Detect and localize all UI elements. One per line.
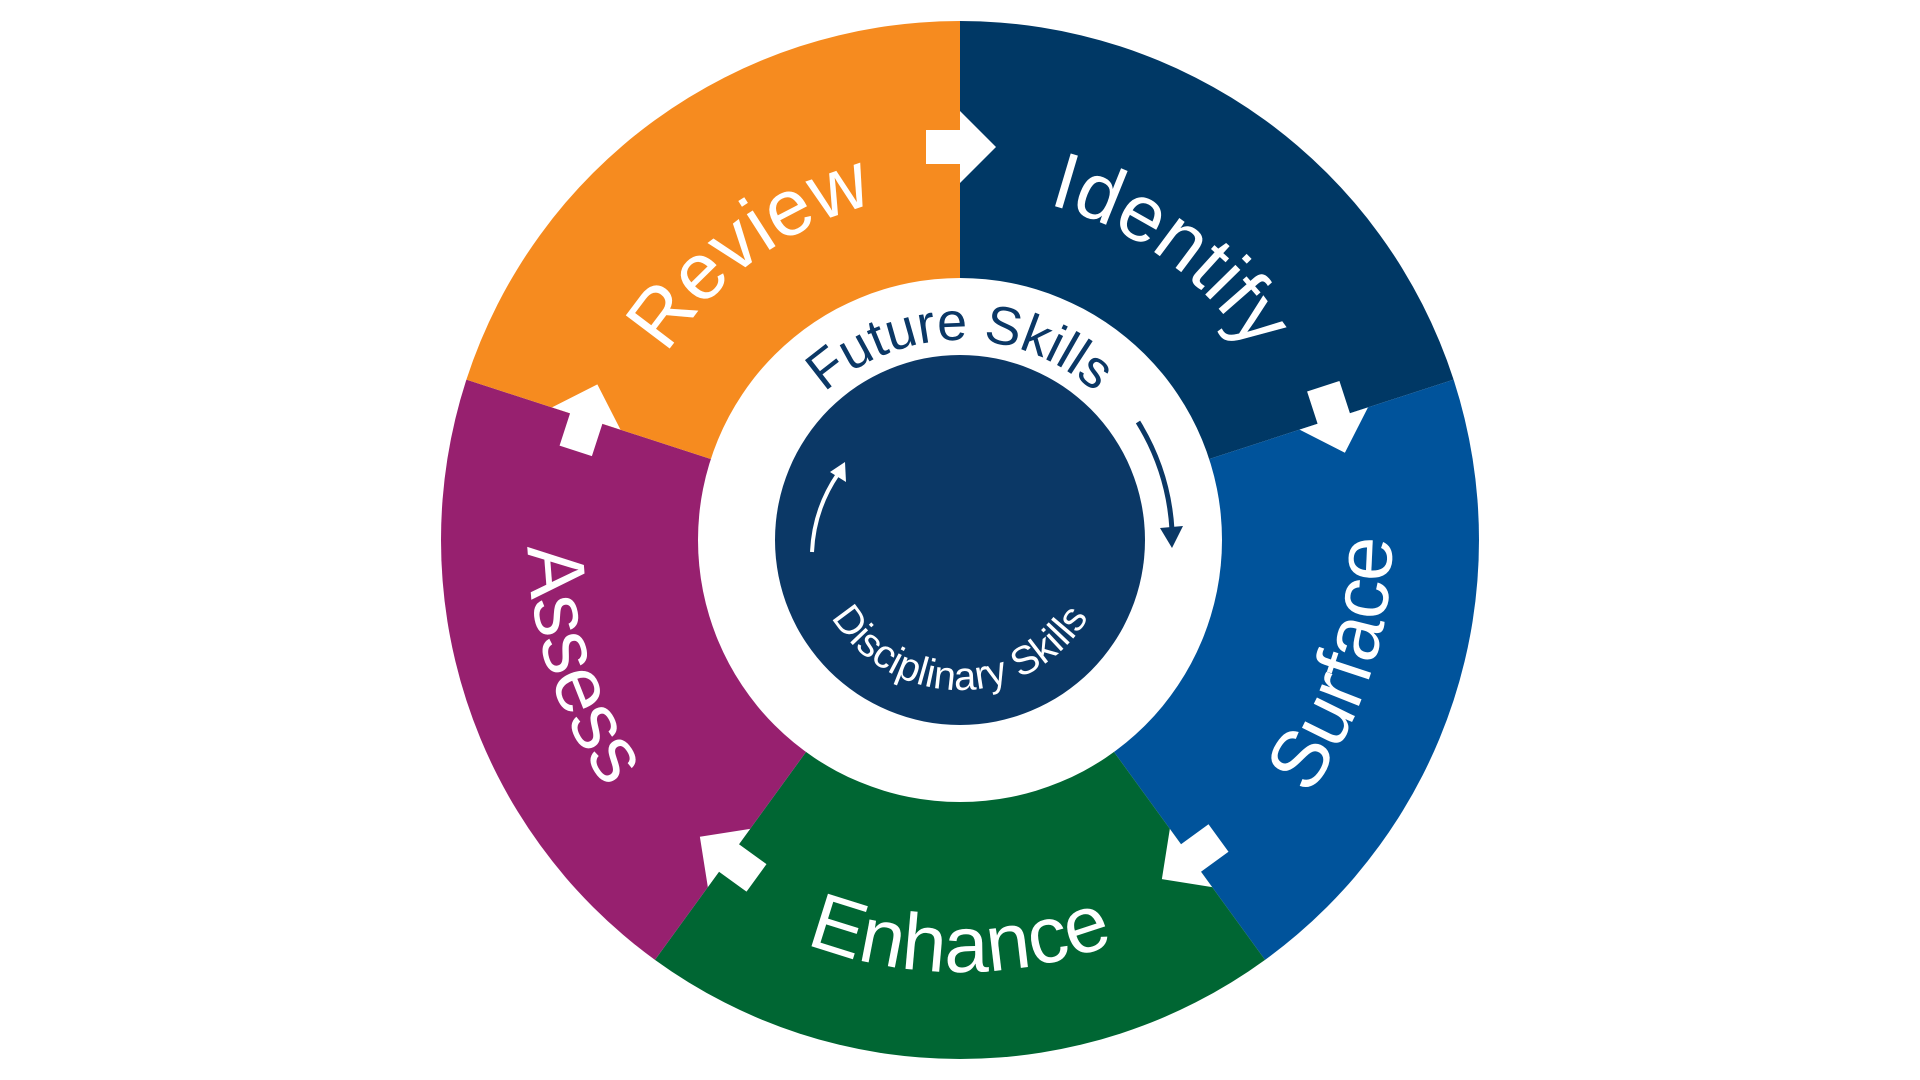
arrow-right-icon xyxy=(699,828,767,892)
ring-arrowhead-icon xyxy=(1160,526,1183,548)
cycle-arrows xyxy=(551,111,1369,892)
core-arrowhead-icon xyxy=(830,462,846,482)
ring-curved-arrow-icon xyxy=(1135,420,1175,531)
arrow-right-icon xyxy=(926,111,996,183)
core-curved-arrow-icon xyxy=(810,472,840,553)
arrow-right-icon xyxy=(1161,824,1229,888)
arrow-right-icon xyxy=(1299,380,1369,453)
disciplinary-skills-core xyxy=(775,355,1145,725)
arrow-right-icon xyxy=(551,384,621,457)
